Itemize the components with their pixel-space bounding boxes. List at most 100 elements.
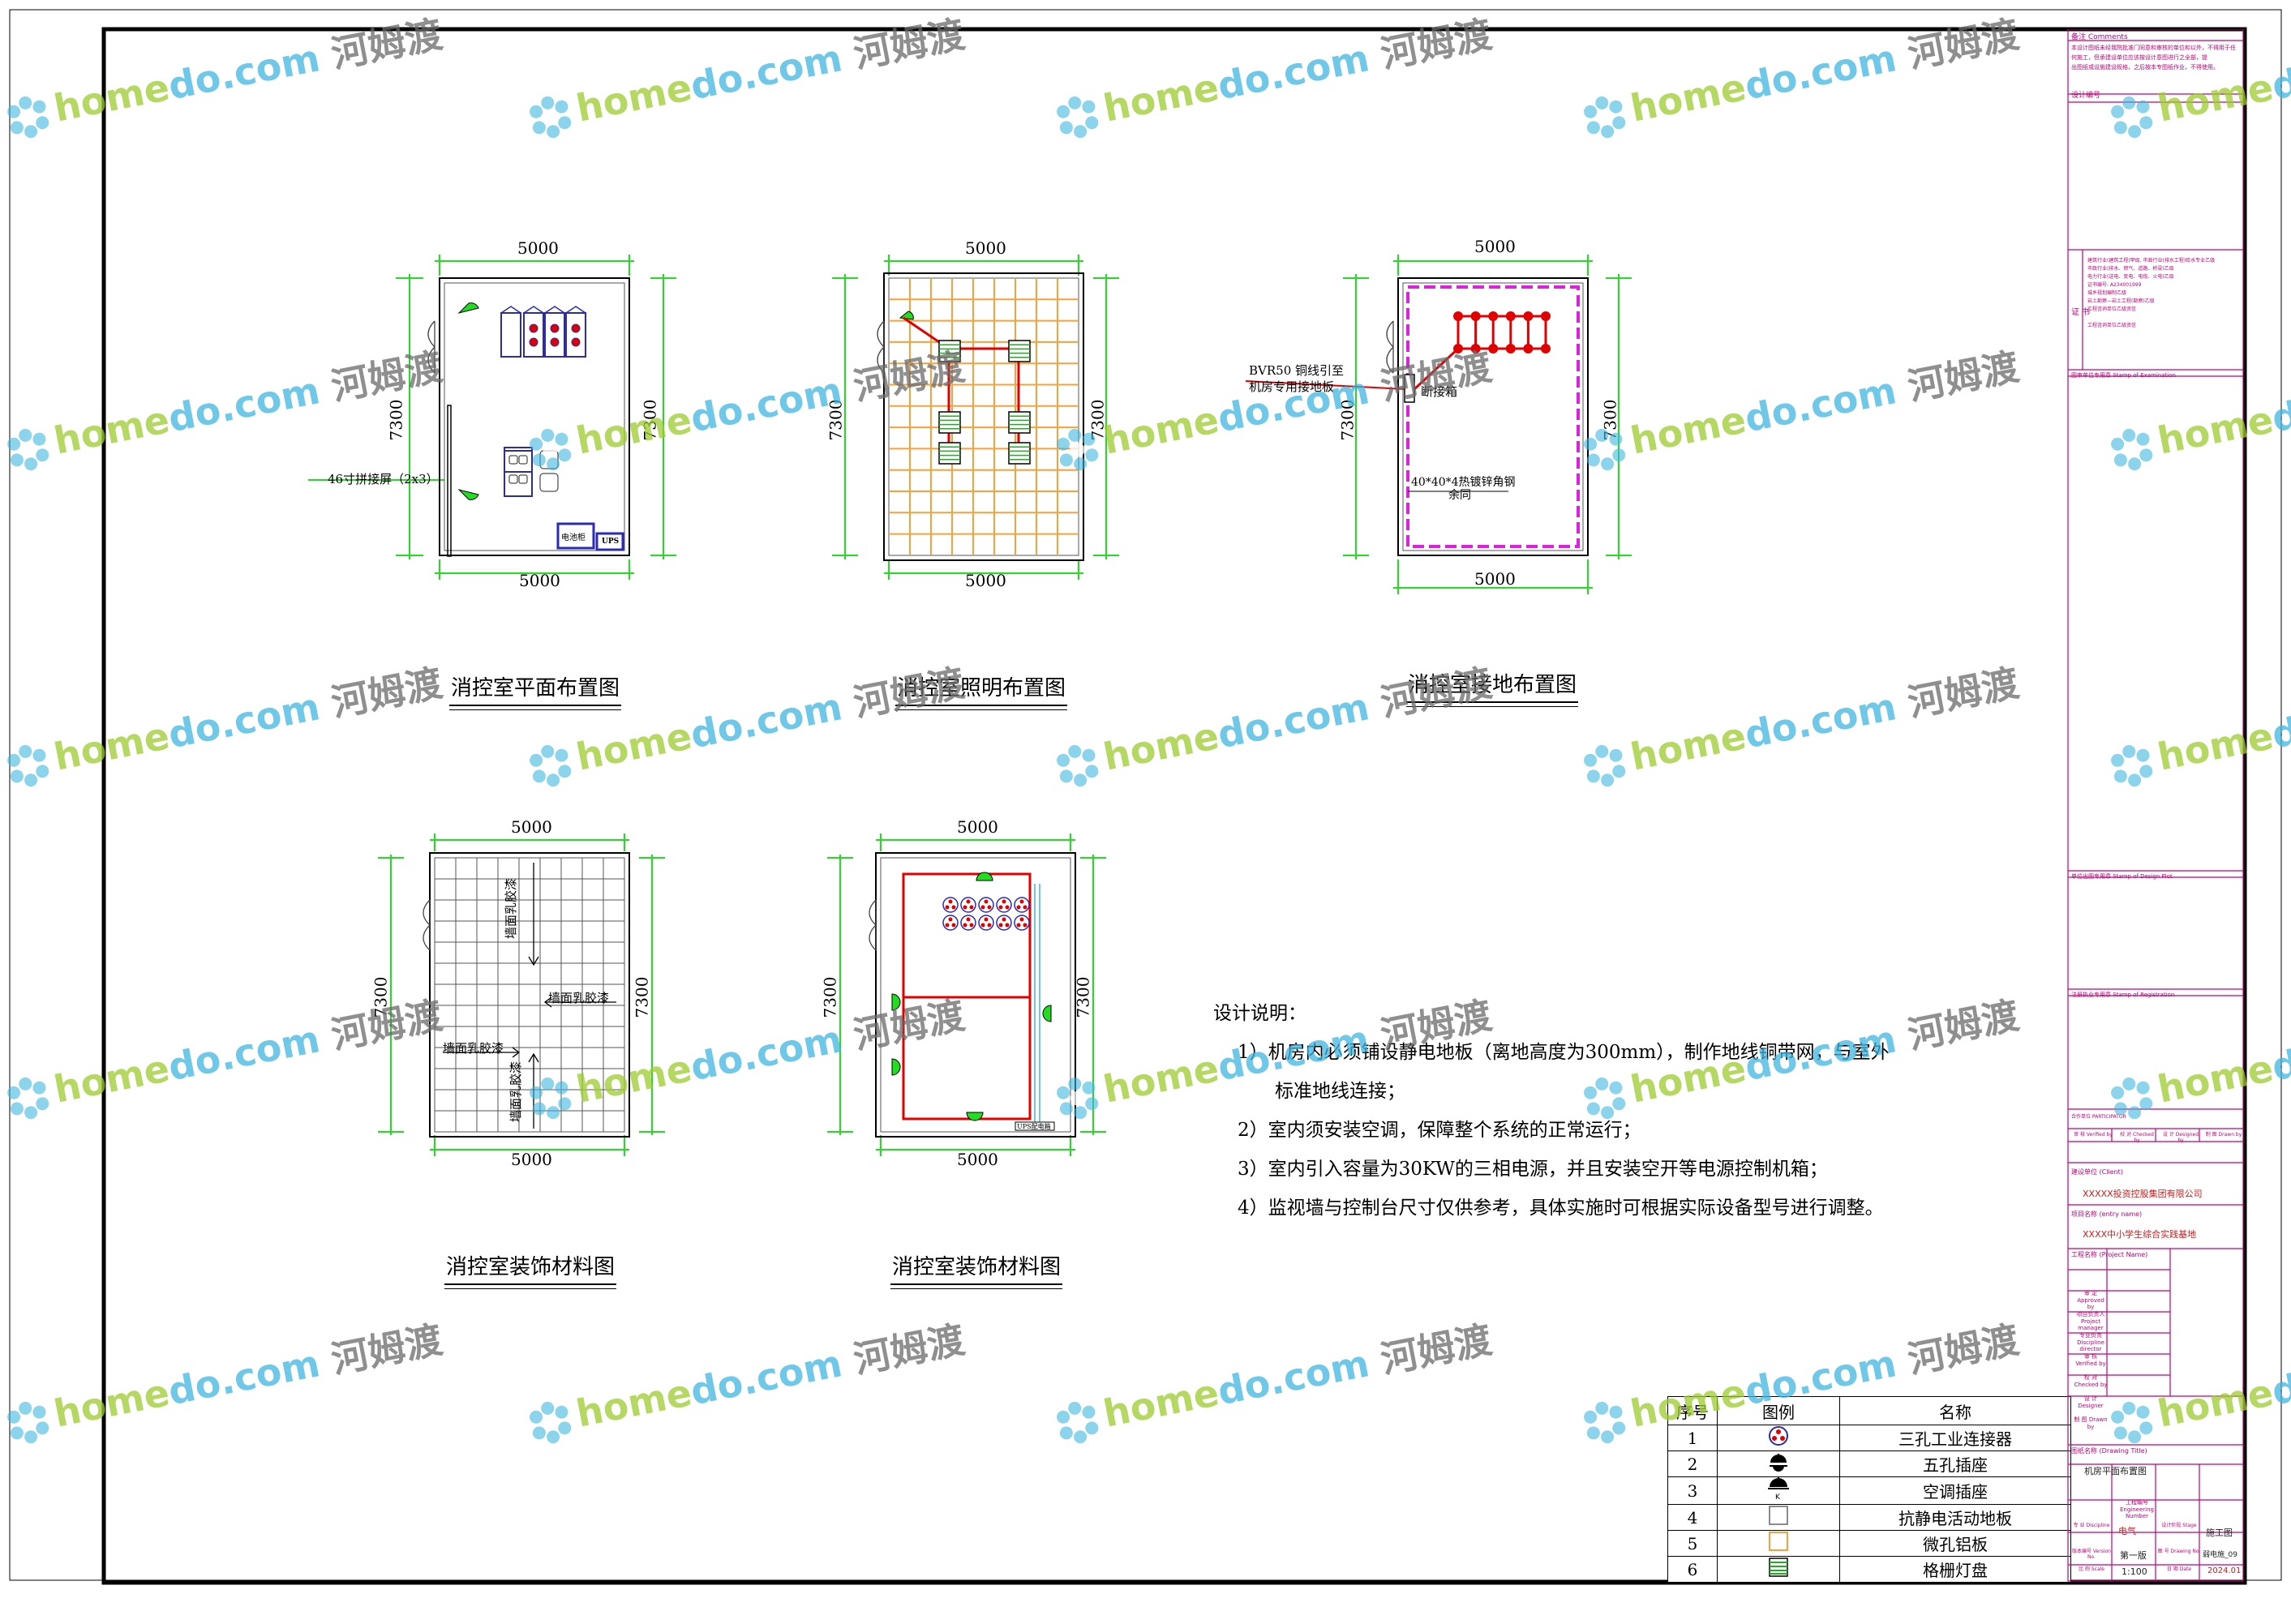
plan-1-screen-label: 46寸拼接屏（2x3）: [328, 472, 439, 486]
tb-remarks-text-3: 出图纸或设施建设规格，之后按本专图纸作业，不得使用。: [2071, 64, 2219, 71]
tb-date-label: 日 期 Date: [2166, 1566, 2192, 1572]
plan-3-cable-label-2: 机房专用接地板: [1249, 379, 1335, 394]
legend-row: 2 五孔插座: [1667, 1450, 2071, 1477]
legend-header-name: 名称: [1839, 1396, 2071, 1425]
tb-version: 第一版: [2120, 1550, 2147, 1561]
tb-date: 2024.01: [2207, 1566, 2242, 1575]
flower-logo-icon: [2110, 1077, 2153, 1119]
tb-cert-3: 电力行业(送电、变电、电缆、火电)乙级: [2087, 274, 2174, 280]
tb-stage-label: 设计阶段 Stage: [2161, 1523, 2197, 1528]
tb-cert-label: 证 书: [2071, 308, 2091, 317]
connector-pin: [998, 923, 1003, 928]
connector-pin: [1023, 923, 1028, 928]
grille-lamp: [1008, 411, 1031, 434]
ground-node: [1470, 344, 1481, 354]
tb-cert-1: 建筑行业(建筑工程)甲级, 市政行业(排水工程)给水专业乙级: [2087, 258, 2216, 264]
plan-4-wall-label-1: 墙面乳胶漆: [504, 877, 519, 940]
tb-discipline-label: 专 业 Discipline: [2073, 1523, 2110, 1528]
ground-node: [1541, 344, 1551, 354]
plan-3-steel-label-1: 40*40*4热镀锌角钢: [1411, 476, 1516, 489]
note-3: 3）室内引入容量为30KW的三相电源，并且安装空开等电源控制机箱；: [1238, 1159, 1828, 1180]
flower-logo-icon: [6, 428, 49, 470]
tb-role-checked: 校 对 Checked by: [2074, 1374, 2108, 1388]
plan-5-ups-label: UPS配电箱: [1017, 1123, 1051, 1130]
flower-logo-icon: [2110, 1401, 2153, 1443]
legend-no: 4: [1667, 1504, 1718, 1531]
ground-node: [1488, 311, 1499, 321]
tb-sign-checked: 校 对 Checked by: [2120, 1132, 2154, 1143]
connector-pin: [963, 923, 967, 928]
legend-no: 2: [1667, 1450, 1718, 1477]
tb-role-designer: 设 计 Designer: [2078, 1395, 2104, 1409]
tb-cert-8: 工程咨询单位乙级资信: [2087, 323, 2137, 328]
watermark: homedo.com 河姆渡: [1577, 986, 2023, 1125]
watermark: homedo.com 河姆渡: [1577, 1310, 2023, 1449]
flower-logo-icon: [6, 744, 49, 786]
plan-3-grounding: [1245, 255, 1632, 594]
watermark: homedo.com 河姆渡: [1049, 1310, 1496, 1449]
connector-pin: [948, 917, 953, 922]
plan-4-title: 消控室装饰材料图: [444, 1250, 617, 1289]
outer-border: [9, 9, 2282, 1581]
plan-3-box-label: 断接箱: [1421, 384, 1458, 399]
plan-1-dim-left: 7300: [386, 399, 406, 441]
inner-frame: [101, 27, 2247, 1585]
legend-header-no: 序号: [1667, 1396, 1718, 1425]
tb-project-label: 工程名称 (Project Name): [2071, 1251, 2148, 1258]
connector-pin: [987, 923, 992, 928]
legend-header-row: 序号 图例 名称: [1667, 1396, 2071, 1425]
plan-3-dim-bottom: 5000: [1474, 569, 1516, 589]
watermark: homedo.com 河姆渡: [1049, 653, 1496, 792]
tb-partner: 合作单位 PARTICIPATOR: [2071, 1114, 2126, 1120]
note-1: 1）机房内必须铺设静电地板（离地高度为300mm），制作地线铜带网，与室外: [1238, 1042, 1890, 1063]
watermark: homedo.com 河姆渡: [2104, 653, 2291, 792]
watermark: homedo.com 河姆渡: [2104, 1310, 2291, 1449]
watermark: homedo.com 河姆渡: [0, 337, 447, 476]
flower-logo-icon: [1583, 428, 1626, 470]
tb-cert-2: 市政行业(排水、燃气、道路、桥梁)乙级: [2087, 266, 2174, 272]
flower-logo-icon: [1056, 1401, 1099, 1443]
note-1-cont: 标准地线连接；: [1275, 1081, 1405, 1102]
connector-pin: [1016, 923, 1021, 928]
ground-node: [1523, 344, 1534, 354]
plan-3-cable-label-1: BVR50 铜线引至: [1249, 363, 1345, 378]
watermark: homedo.com 河姆渡: [522, 1310, 969, 1449]
legend-row: 5 微孔铝板: [1667, 1530, 2071, 1557]
flower-logo-icon: [6, 1401, 49, 1443]
connector-pin: [1005, 923, 1010, 928]
connector-pin: [980, 923, 985, 928]
tb-design-no: 设计编号: [2071, 92, 2101, 100]
plan-2-dim-bottom: 5000: [965, 571, 1006, 590]
tb-sign-drawn: 制 图 Drawn by: [2205, 1132, 2242, 1138]
tb-cert-5: 城乡规划编制乙级: [2087, 290, 2127, 296]
tb-discipline: 电气: [2118, 1526, 2136, 1536]
connector-pin: [963, 905, 967, 910]
flower-logo-icon: [529, 1077, 572, 1119]
flower-logo-icon: [529, 96, 572, 138]
tb-role-verified: 审 核 Verified by: [2075, 1353, 2106, 1367]
ground-node: [1505, 344, 1516, 354]
grille-lamp: [1008, 442, 1031, 465]
five-hole-socket-icon: [1770, 1454, 1787, 1472]
tb-cert-6: 岩土勘察—岩土工程(勘察)乙级: [2087, 298, 2155, 304]
plan-4-dim-right: 7300: [632, 976, 652, 1018]
plan-5-title: 消控室装饰材料图: [890, 1250, 1063, 1289]
flower-logo-icon: [6, 96, 49, 138]
plan-2-dim-top: 5000: [965, 238, 1006, 258]
legend-name: 空调插座: [1839, 1476, 2071, 1505]
ground-node: [1505, 311, 1516, 321]
connector-pin: [948, 899, 953, 904]
flower-logo-icon: [1056, 744, 1099, 786]
flower-logo-icon: [2110, 428, 2153, 470]
connector-pin: [1002, 899, 1006, 904]
tb-role-drawn: 制 图 Drawn by: [2074, 1416, 2108, 1430]
flower-logo-icon: [529, 1401, 572, 1443]
legend-name: 三孔工业连接器: [1839, 1425, 2071, 1451]
legend-no: 3: [1667, 1476, 1718, 1505]
perforated-aluminum-icon: [1769, 1532, 1788, 1551]
tb-sign-designed: 设 计 Designed by: [2162, 1132, 2199, 1143]
watermark: homedo.com 河姆渡: [1049, 986, 1496, 1125]
watermark: homedo.com 河姆渡: [1049, 337, 1496, 476]
tb-drawing-no: 弱电施_09: [2203, 1551, 2237, 1559]
